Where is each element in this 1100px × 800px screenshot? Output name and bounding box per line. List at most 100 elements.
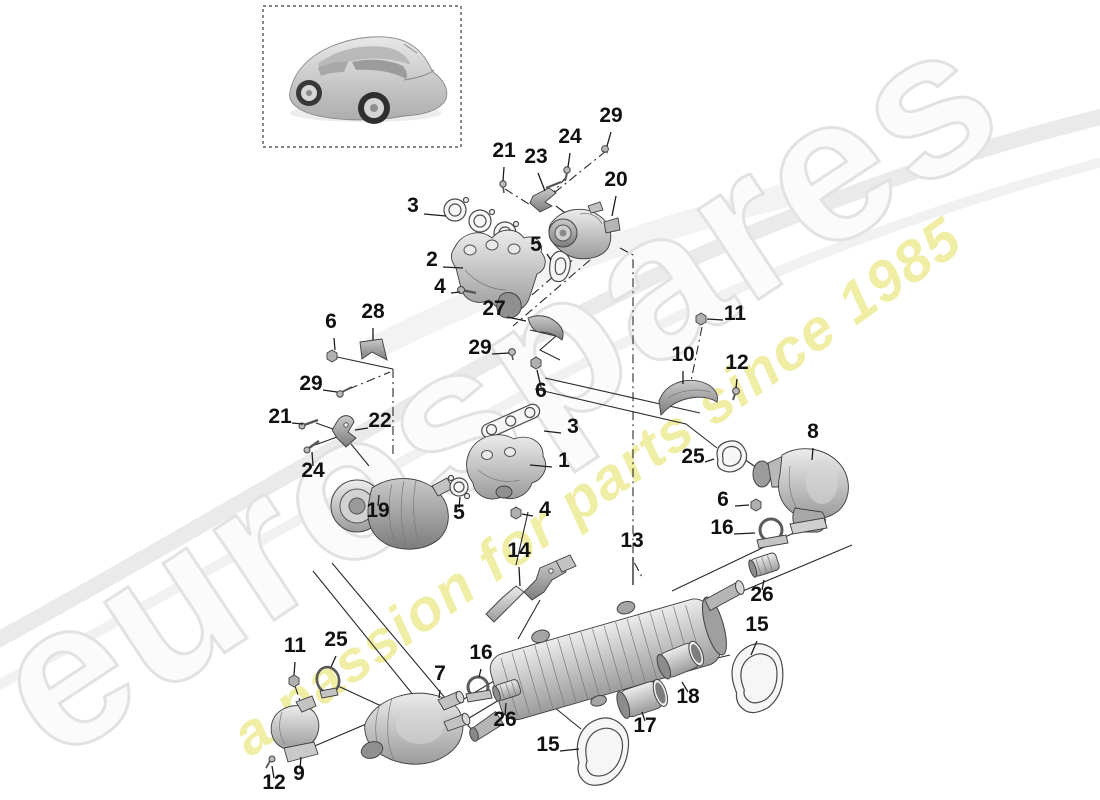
callout-label-20-4[interactable]: 20: [604, 168, 627, 191]
callout-label-6-17[interactable]: 6: [535, 379, 547, 402]
exhaust-manifold-1: [466, 434, 547, 500]
leader-line-3-5: [423, 213, 447, 217]
car-illustration: [289, 36, 448, 124]
callout-label-1-22[interactable]: 1: [558, 449, 570, 472]
callout-label-18-38[interactable]: 18: [676, 685, 700, 708]
callout-label-12-43[interactable]: 12: [262, 771, 285, 794]
turbocharger-20: [548, 201, 621, 260]
callout-label-26-40[interactable]: 26: [493, 708, 516, 731]
screw-12-bottom: [265, 755, 276, 769]
nut-6-left: [326, 349, 338, 363]
callout-label-12-15[interactable]: 12: [725, 351, 748, 374]
manifold-gasket-mid: [481, 403, 541, 439]
connector-26-bottom: [492, 679, 522, 702]
swoosh-curve-1: [0, 108, 1100, 648]
leader-line-20-4: [611, 195, 617, 217]
leader-line-4-27: [521, 513, 534, 517]
clamp-16-right: [756, 517, 789, 549]
callout-label-16-29[interactable]: 16: [710, 516, 733, 539]
swoosh-curve-2: [0, 157, 1100, 690]
callout-label-9-42[interactable]: 9: [293, 762, 305, 785]
callout-label-15-31[interactable]: 15: [745, 613, 769, 636]
clamp-25-bottom: [315, 665, 341, 699]
callout-label-29-0[interactable]: 29: [599, 104, 622, 127]
callout-label-21-18[interactable]: 21: [268, 405, 292, 428]
callout-label-24-1[interactable]: 24: [558, 125, 582, 148]
retaining-strap-27: [527, 315, 564, 341]
leader-line-15-41: [559, 748, 580, 752]
callout-label-11-34[interactable]: 11: [284, 634, 307, 657]
leader-line-14-32: [518, 566, 521, 587]
leader-line-8-24: [811, 447, 814, 461]
screw-29-mid: [508, 348, 516, 361]
callout-label-15-41[interactable]: 15: [536, 733, 560, 756]
callout-label-21-2[interactable]: 21: [492, 139, 516, 162]
callout-label-29-12[interactable]: 29: [299, 372, 322, 395]
leader-line-9-42: [299, 756, 302, 770]
callout-label-3-20[interactable]: 3: [567, 415, 579, 438]
callout-label-27-9[interactable]: 27: [482, 297, 505, 320]
callout-label-5-26[interactable]: 5: [453, 501, 465, 524]
callout-label-3-5[interactable]: 3: [407, 194, 419, 217]
leader-line-22-19: [354, 427, 369, 431]
callout-label-5-7[interactable]: 5: [530, 233, 542, 256]
callout-label-19-25[interactable]: 19: [366, 499, 389, 522]
callout-label-24-21[interactable]: 24: [301, 459, 325, 482]
callout-label-25-23[interactable]: 25: [681, 445, 705, 468]
callout-label-6-28[interactable]: 6: [717, 488, 729, 511]
leader-line-24-1: [567, 152, 571, 168]
turbocharger-19: [330, 477, 454, 550]
bolt-24-left: [303, 440, 320, 454]
clamp-16-bottom: [465, 675, 493, 703]
heat-shield-28: [359, 338, 388, 361]
callout-label-22-19[interactable]: 22: [368, 409, 391, 432]
leader-line-23-3: [537, 172, 546, 192]
leader-line-19-25: [377, 494, 380, 507]
leader-line-5-7: [546, 253, 552, 261]
catalytic-converter-7: [360, 690, 471, 765]
bolt-21-left: [298, 418, 319, 430]
catalytic-converter-8: [752, 448, 849, 535]
callout-label-2-6[interactable]: 2: [426, 248, 438, 271]
trim-ring-15-right: [731, 643, 784, 714]
nut-11-right: [695, 312, 707, 326]
leader-line-16-37: [478, 668, 482, 678]
leader-line-6-17: [536, 369, 542, 388]
leader-line-17-39: [641, 711, 646, 722]
leader-line-4-8: [450, 291, 461, 294]
illustration: [265, 145, 849, 786]
leader-line-15-31: [750, 640, 758, 656]
callout-label-17-39[interactable]: 17: [633, 714, 656, 737]
leader-line-29-0: [606, 131, 612, 147]
nut-11-bottom: [288, 674, 300, 688]
muffler-13: [469, 580, 745, 742]
callout-label-8-24[interactable]: 8: [807, 420, 819, 443]
leader-line-5-26: [458, 496, 461, 509]
leader-line-1-22: [529, 464, 553, 468]
callout-label-11-13[interactable]: 11: [724, 302, 747, 325]
screw-29-top: [601, 145, 609, 154]
callout-label-7-36[interactable]: 7: [434, 662, 446, 685]
leader-line-21-2: [502, 166, 505, 182]
callout-label-6-10[interactable]: 6: [325, 310, 337, 333]
callout-label-13-33[interactable]: 13: [620, 529, 643, 552]
callout-label-4-8[interactable]: 4: [434, 275, 446, 298]
callout-label-14-32[interactable]: 14: [507, 539, 531, 562]
callout-label-10-14[interactable]: 10: [671, 343, 694, 366]
leader-line-11-13: [706, 318, 724, 321]
callout-label-23-3[interactable]: 23: [524, 145, 547, 168]
callout-label-29-16[interactable]: 29: [468, 336, 491, 359]
flange-gasket-mid: [447, 474, 471, 500]
callout-label-26-30[interactable]: 26: [750, 583, 773, 606]
callout-label-28-11[interactable]: 28: [361, 300, 385, 323]
callout-label-25-35[interactable]: 25: [324, 628, 348, 651]
leader-line-6-10: [333, 337, 336, 351]
leader-line-21-18: [291, 422, 304, 425]
callout-label-16-37[interactable]: 16: [469, 641, 492, 664]
tailpipe-17: [616, 679, 669, 719]
leader-line-2-6: [442, 266, 464, 269]
leader-line-29-16: [491, 352, 510, 355]
callout-label-4-27[interactable]: 4: [539, 498, 551, 521]
